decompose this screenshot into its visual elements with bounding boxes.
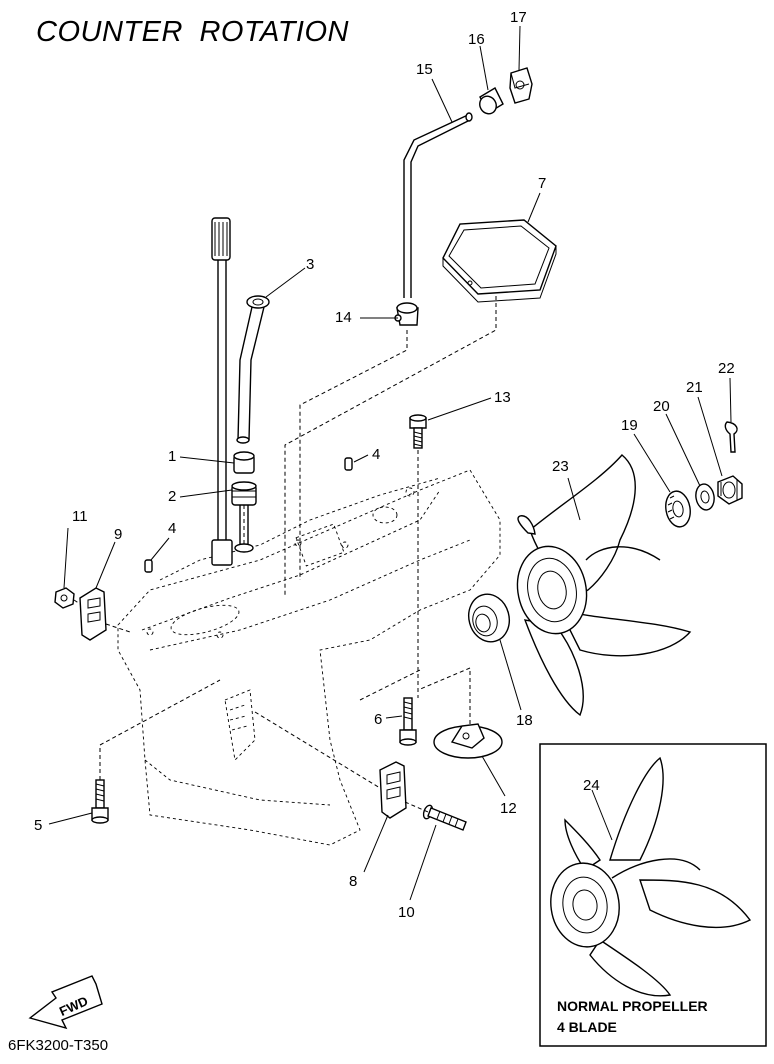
callout-24: 24: [583, 777, 600, 794]
sleeve: [479, 87, 504, 115]
cotter-pin-22: [724, 421, 738, 453]
plate-9: [79, 587, 107, 641]
grommet: [231, 481, 257, 553]
callout-5: 5: [34, 817, 43, 834]
propeller-normal-4-blade: [550, 756, 752, 997]
callout-20: 20: [653, 398, 670, 415]
plate-8: [379, 761, 407, 819]
callout-14: 14: [335, 309, 352, 326]
bolt-5: [91, 779, 109, 824]
washer-20: [695, 483, 715, 511]
inset-caption: NORMAL PROPELLER 4 BLADE: [557, 996, 708, 1038]
callout-12: 12: [500, 800, 517, 817]
inset-caption-line1: NORMAL PROPELLER: [557, 998, 708, 1014]
callout-11: 11: [72, 508, 88, 525]
callout-13: 13: [494, 389, 511, 406]
inset-caption-line2: 4 BLADE: [557, 1019, 617, 1035]
callout-1: 1: [168, 448, 177, 465]
gasket: [442, 219, 557, 303]
callout-16: 16: [468, 31, 485, 48]
callout-21: 21: [686, 379, 703, 396]
callout-4a: 4: [372, 446, 381, 463]
water-tube: [236, 295, 270, 444]
rubber-seal: [509, 67, 533, 104]
callout-18: 18: [516, 712, 533, 729]
screw-10: [422, 804, 467, 831]
fwd-arrow-icon: FWD: [28, 975, 103, 1030]
callout-2: 2: [168, 488, 177, 505]
thrust-washer-19: [665, 490, 691, 528]
diagram-title: COUNTER ROTATION: [36, 16, 349, 48]
bolt-13: [409, 414, 427, 449]
callout-7: 7: [538, 175, 547, 192]
collar: [233, 451, 255, 474]
bolt-6: [399, 697, 417, 746]
callout-15: 15: [416, 61, 433, 78]
drive-shaft: [211, 217, 233, 566]
propeller-counter-rotation: [516, 454, 692, 717]
anode-12: [433, 723, 503, 759]
callout-9: 9: [114, 526, 123, 543]
callout-4b: 4: [168, 520, 177, 537]
callout-6: 6: [374, 711, 383, 728]
lower-case-housing: [117, 469, 501, 846]
leader-lines: [48, 25, 732, 901]
hose-joint: [394, 302, 419, 326]
bushing-18: [468, 593, 510, 643]
dowel-pin-a: [344, 457, 353, 471]
nut-21: [717, 475, 743, 505]
inset-box: [539, 743, 767, 1047]
callout-8: 8: [349, 873, 358, 890]
assembly-guides: [73, 296, 497, 813]
callout-19: 19: [621, 417, 638, 434]
nut-11: [54, 587, 75, 609]
callout-3: 3: [306, 256, 315, 273]
dowel-pin-b: [144, 559, 153, 573]
water-hose: [403, 112, 473, 298]
callout-23: 23: [552, 458, 569, 475]
callout-22: 22: [718, 360, 735, 377]
callout-10: 10: [398, 904, 415, 921]
callout-17: 17: [510, 9, 527, 26]
catalog-code: 6FK3200-T350: [8, 1037, 109, 1054]
